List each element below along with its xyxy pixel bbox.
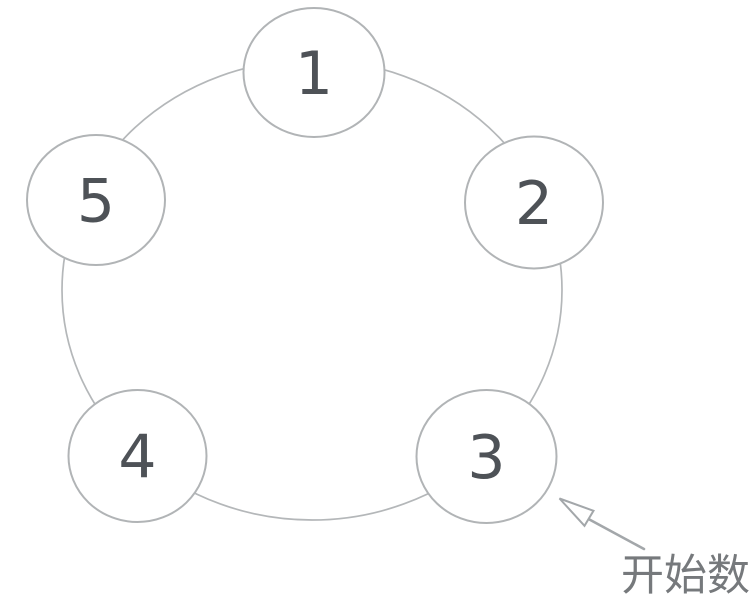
node-2: 2 — [464, 135, 604, 270]
node-1: 1 — [242, 7, 386, 138]
annotation-label: 开始数 — [621, 551, 750, 601]
node-label: 1 — [295, 39, 333, 109]
node-4: 4 — [67, 389, 208, 523]
arrow-shaft — [587, 517, 646, 551]
node-circle — [26, 134, 166, 266]
node-circle — [464, 135, 604, 270]
node-label: 2 — [515, 169, 553, 239]
open-arrowhead-icon — [558, 497, 595, 528]
node-circle — [415, 389, 558, 524]
node-circle — [67, 389, 208, 523]
node-label: 4 — [118, 423, 156, 493]
node-label: 5 — [77, 167, 115, 237]
annotation-arrow — [558, 497, 646, 551]
node-circle — [242, 7, 386, 138]
node-5: 5 — [26, 134, 166, 266]
node-label: 3 — [467, 423, 505, 493]
node-3: 3 — [415, 389, 558, 524]
